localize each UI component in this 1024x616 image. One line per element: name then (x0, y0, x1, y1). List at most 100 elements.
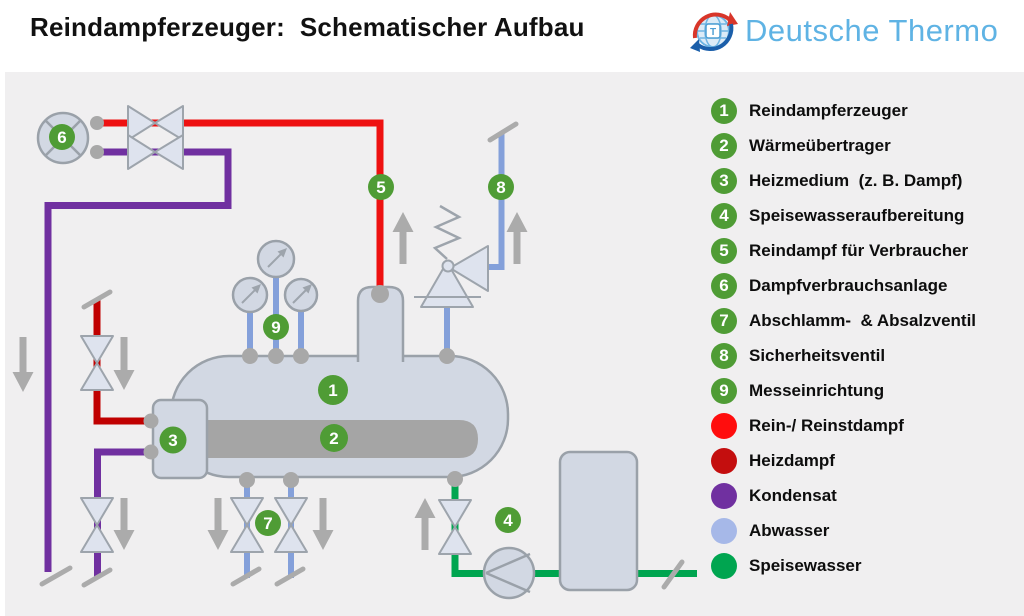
badge-9: 9 (263, 314, 289, 340)
steam-generator-vessel (169, 354, 510, 479)
open-end-tick (230, 566, 262, 587)
legend-label: Abwasser (749, 521, 830, 540)
pipe-condensate-return (44, 148, 232, 572)
legend-badge-2: 2 (711, 133, 737, 159)
legend-item-condensate: Kondensat (711, 483, 976, 509)
connector-dot (371, 285, 389, 303)
svg-text:6: 6 (57, 128, 66, 147)
feedwater-tank (558, 450, 639, 592)
open-end-tick (81, 567, 113, 588)
badge-4: 4 (495, 507, 521, 533)
flow-arrow-down (113, 337, 135, 390)
pressure-gauge-left (231, 276, 269, 314)
open-end-tick (661, 559, 685, 590)
feedwater-pump (482, 546, 536, 600)
open-end-tick (274, 566, 306, 587)
legend-item-7: 7 Abschlamm- & Absalzventil (711, 308, 976, 334)
legend-badge-8: 8 (711, 343, 737, 369)
open-end-ticks (39, 121, 685, 590)
valve-blowdown (230, 497, 264, 553)
flow-arrow-down (207, 498, 229, 550)
badge-2: 2 (320, 424, 348, 452)
legend-item-2: 2 Wärmeübertrager (711, 133, 976, 159)
connector-dot (90, 116, 104, 130)
svg-text:T: T (710, 27, 716, 38)
flow-arrow-down (113, 498, 135, 550)
pipe-pure-steam (97, 119, 384, 294)
open-end-tick (81, 289, 113, 310)
legend-color-dot (711, 448, 737, 474)
connector-dots (90, 116, 463, 488)
legend-item-waste-water: Abwasser (711, 518, 976, 544)
legend-label: Wärmeübertrager (749, 136, 891, 155)
legend-label: Heizdampf (749, 451, 835, 470)
connector-dot (447, 471, 463, 487)
connector-dot (242, 348, 258, 364)
legend-badge-9: 9 (711, 378, 737, 404)
valve-feedwater (438, 499, 472, 555)
connector-dot (90, 145, 104, 159)
legend-label: Rein-/ Reinstdampf (749, 416, 904, 435)
legend-item-4: 4 Speisewasseraufbereitung (711, 203, 976, 229)
connector-dot (283, 472, 299, 488)
flow-arrow-down (12, 337, 34, 392)
steam-dome (358, 287, 403, 362)
logo-text: Deutsche Thermo (745, 13, 999, 48)
flow-arrow-up (506, 212, 528, 264)
legend-badge-3: 3 (711, 168, 737, 194)
legend-badge-6: 6 (711, 273, 737, 299)
legend-badge-5: 5 (711, 238, 737, 264)
logo-globe-icon: T (690, 12, 738, 52)
legend-badge-1: 1 (711, 98, 737, 124)
svg-text:3: 3 (168, 431, 177, 450)
page-title: Reindampferzeuger: Schematischer Aufbau (30, 12, 585, 42)
svg-text:2: 2 (329, 429, 338, 448)
legend-item-5: 5 Reindampf für Verbraucher (711, 238, 976, 264)
badge-3: 3 (159, 426, 187, 454)
open-end-tick (39, 565, 73, 587)
valve-desalting (274, 497, 308, 553)
legend-color-dot (711, 483, 737, 509)
legend-color-dot (711, 553, 737, 579)
legend-label: Messeinrichtung (749, 381, 885, 400)
company-logo: T Deutsche Thermo (686, 4, 998, 58)
legend-label: Kondensat (749, 486, 837, 505)
badge-8: 8 (488, 174, 514, 200)
legend-badge-4: 4 (711, 203, 737, 229)
pressure-gauge-right (283, 277, 319, 313)
legend-label: Reindampferzeuger (749, 101, 908, 120)
legend-item-pure-steam: Rein-/ Reinstdampf (711, 413, 976, 439)
legend-label: Speisewasseraufbereitung (749, 206, 965, 225)
connector-dot (439, 348, 455, 364)
legend-item-8: 8 Sicherheitsventil (711, 343, 976, 369)
badge-6: 6 (49, 124, 75, 150)
legend-label: Heizmedium (z. B. Dampf) (749, 171, 963, 190)
legend-label: Abschlamm- & Absalzventil (749, 311, 977, 330)
legend: 1 Reindampferzeuger 2 Wärmeübertrager 3 … (711, 98, 976, 579)
legend-item-1: 1 Reindampferzeuger (711, 98, 976, 124)
legend-label: Reindampf für Verbraucher (749, 241, 969, 260)
valve-condensate (127, 134, 184, 170)
pressure-gauge-center (256, 239, 296, 279)
legend-label: Speisewasser (749, 556, 862, 575)
svg-text:8: 8 (496, 178, 505, 197)
connector-dot (143, 413, 159, 429)
legend-badge-7: 7 (711, 308, 737, 334)
safety-valve (414, 204, 489, 308)
legend-label: Sicherheitsventil (749, 346, 886, 365)
svg-text:7: 7 (263, 514, 272, 533)
svg-text:5: 5 (376, 178, 385, 197)
open-end-tick (487, 121, 519, 143)
valve-condensate-drain (80, 497, 114, 553)
badge-5: 5 (368, 174, 394, 200)
legend-item-6: 6 Dampfverbrauchsanlage (711, 273, 976, 299)
badge-7: 7 (255, 510, 281, 536)
flow-arrows (12, 212, 528, 550)
svg-text:1: 1 (328, 381, 337, 400)
flow-arrow-up (414, 498, 436, 550)
badge-1: 1 (318, 375, 348, 405)
connector-dot (239, 472, 255, 488)
connector-dot (143, 444, 159, 460)
